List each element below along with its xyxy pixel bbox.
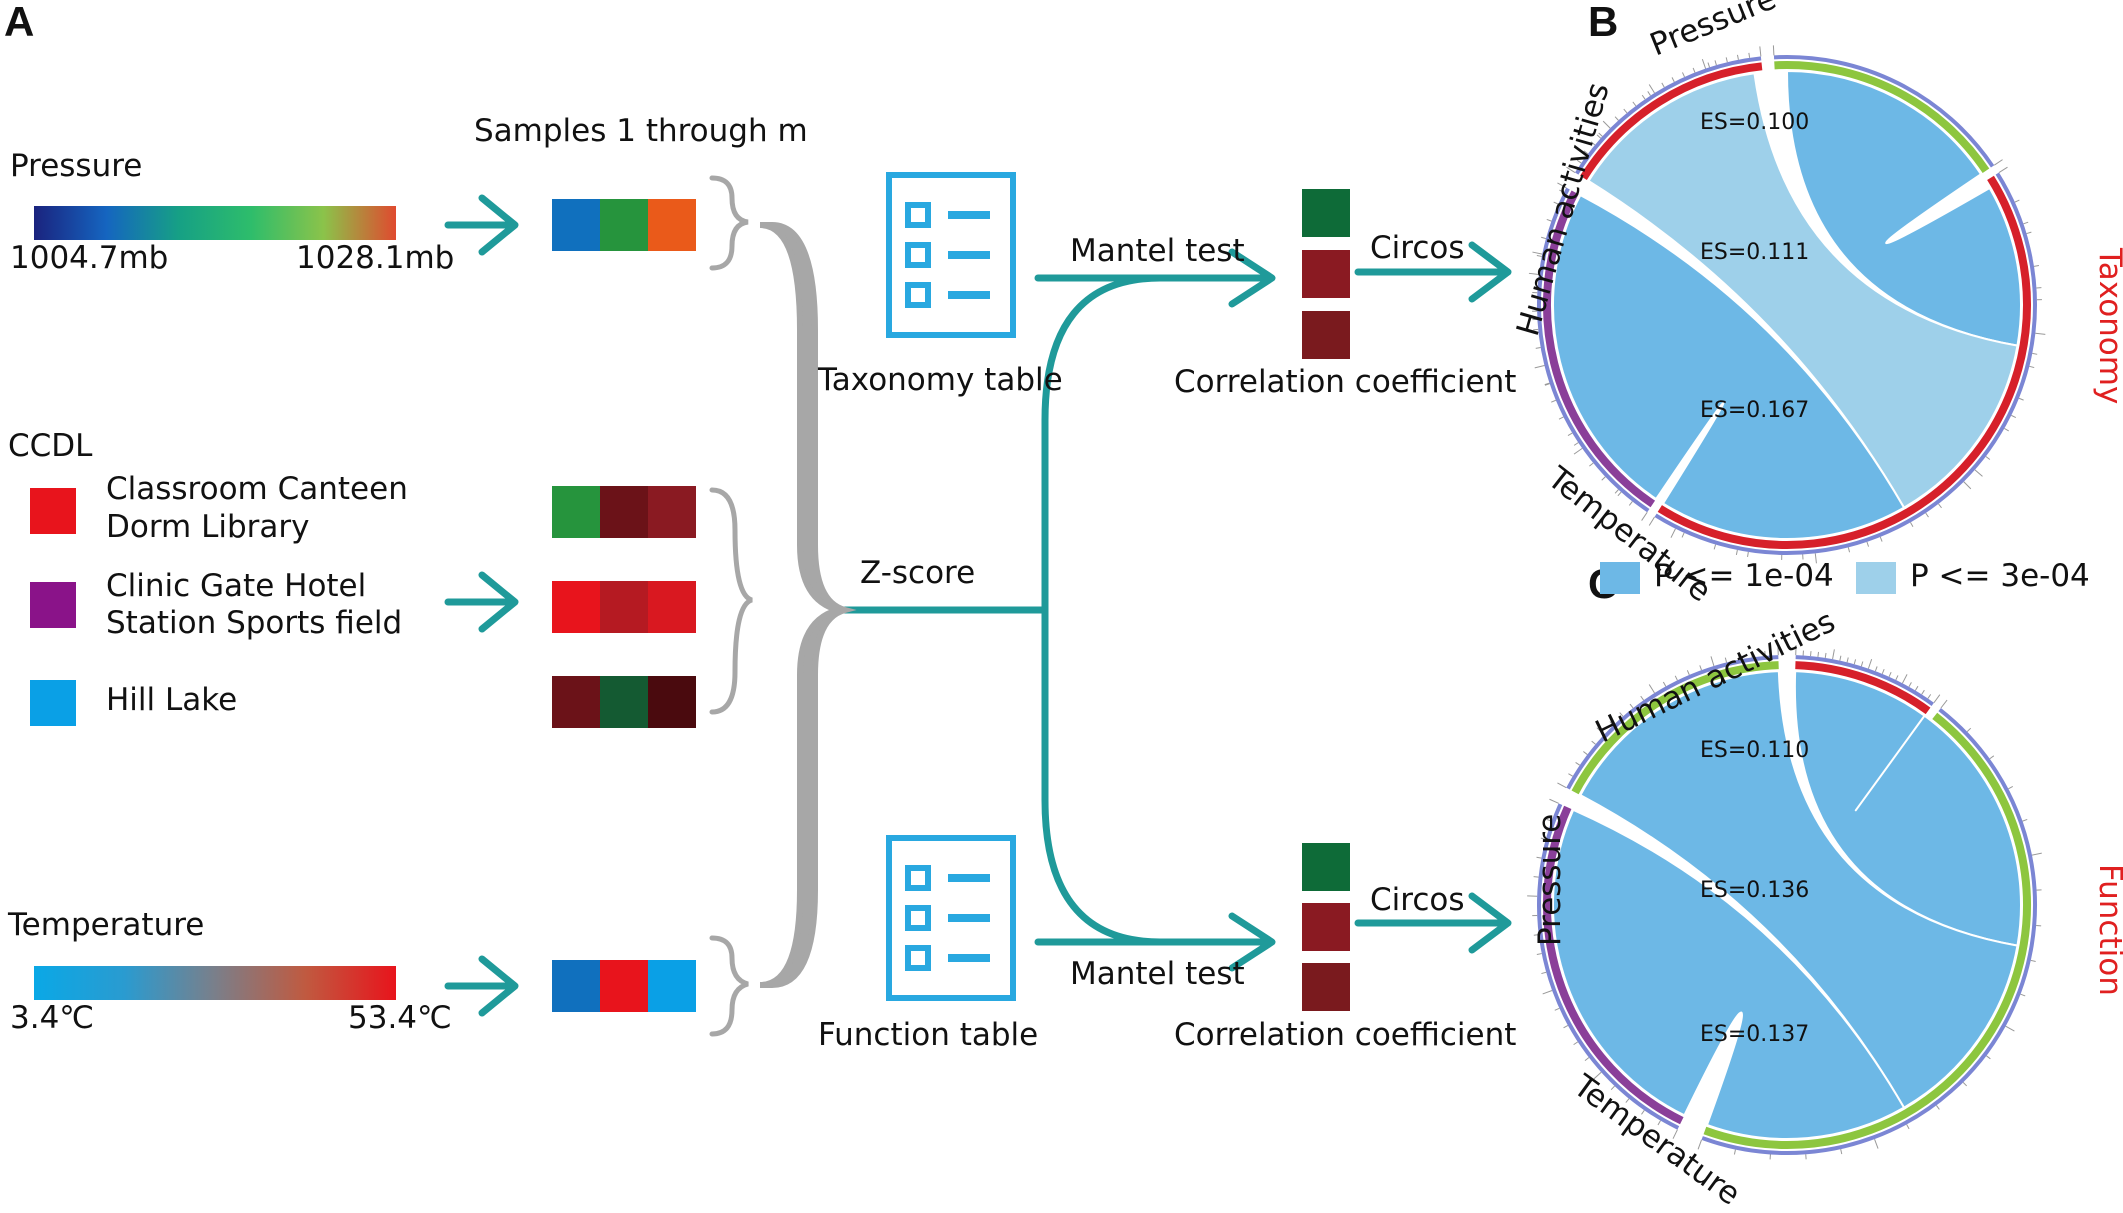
legend-label-1: P <= 1e-04 [1654,558,1834,594]
ring-tick [1963,1082,1967,1086]
ring-tick [2006,1026,2015,1031]
ring-tick [1583,752,1587,755]
es-c-3: ES=0.137 [1700,1022,1809,1047]
legend-swatch-1 [1600,562,1640,594]
ring-tick [1922,690,1925,694]
ring-tick [1549,799,1558,803]
ring-tick [1847,657,1848,662]
ring-tick [1902,674,1907,683]
ring-tick [1574,1042,1578,1045]
ring-tick [2031,960,2036,961]
ring-tick [1936,1105,1939,1109]
ring-tick [2032,853,2042,855]
ring-tick [1818,652,1819,657]
ring-tick [1854,659,1855,664]
ring-tick [1541,972,1546,973]
ring-tick [1875,1139,1879,1148]
ring-tick [1889,672,1891,677]
es-b-3: ES=0.167 [1700,398,1809,423]
ring-tick [1568,774,1572,777]
ring-tick [1734,1150,1735,1155]
ring-tick [1841,1149,1842,1154]
ring-tick [1585,1058,1589,1061]
ring-tick [1555,1008,1560,1010]
ring-tick [1967,728,1971,731]
ring-tick [1868,659,1871,668]
ring-tick [1557,783,1566,788]
circos-c-target: Function [2092,864,2123,996]
ring-tick [2023,819,2028,821]
legend-label-2: P <= 3e-04 [1910,558,2090,594]
ring-tick [1915,686,1918,690]
ring-tick [1934,695,1940,703]
es-b-1: ES=0.100 [1700,110,1809,135]
es-c-1: ES=0.110 [1700,738,1809,763]
ring-tick [1576,762,1580,765]
ring-tick [1907,1124,1909,1128]
ring-tick [1875,666,1877,671]
circos-c-source-pressure: Pressure [1532,814,1568,946]
ring-tick [1825,653,1826,658]
ring-tick [2008,786,2012,788]
ring-tick [1840,656,1841,661]
circos-b-target: Taxonomy [2092,248,2123,404]
ring-tick [1928,694,1931,698]
legend-swatch-2 [1856,562,1896,594]
ring-tick [1592,741,1596,744]
ring-tick [1941,700,1947,708]
ring-tick [1564,1025,1568,1027]
ring-tick [1882,669,1884,674]
es-b-2: ES=0.111 [1700,240,1809,265]
ring-tick [1896,675,1898,680]
ring-tick [2021,994,2026,996]
ring-tick [1861,662,1862,667]
es-c-2: ES=0.136 [1700,878,1809,903]
ring-tick [1909,682,1911,686]
ring-tick [1537,954,1542,955]
ring-tick [1986,1056,1990,1059]
ring-tick [1990,756,1994,759]
ring-tick [1833,649,1835,659]
ring-tick [1543,991,1552,994]
